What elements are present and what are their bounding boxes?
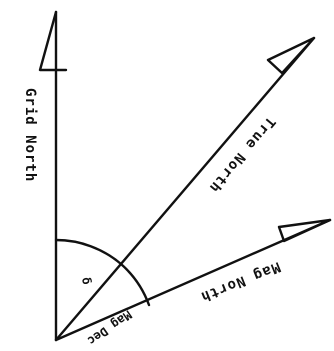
mag-north-arrowhead [277, 218, 332, 243]
true-north-arrowhead [266, 36, 316, 75]
grid-true-angle-label: δ [79, 276, 94, 286]
true-mag-angle-label: Mag Dec [85, 308, 134, 348]
true-mag-angle-arc [119, 262, 151, 307]
grid-north-arrowhead [38, 10, 68, 72]
true-north-line [54, 36, 316, 342]
grid-true-angle-arc [54, 238, 123, 266]
true-north-label: True North [205, 113, 278, 196]
mag-north-label: Mag North [198, 258, 283, 305]
grid-north-label: Grid North [22, 88, 38, 182]
